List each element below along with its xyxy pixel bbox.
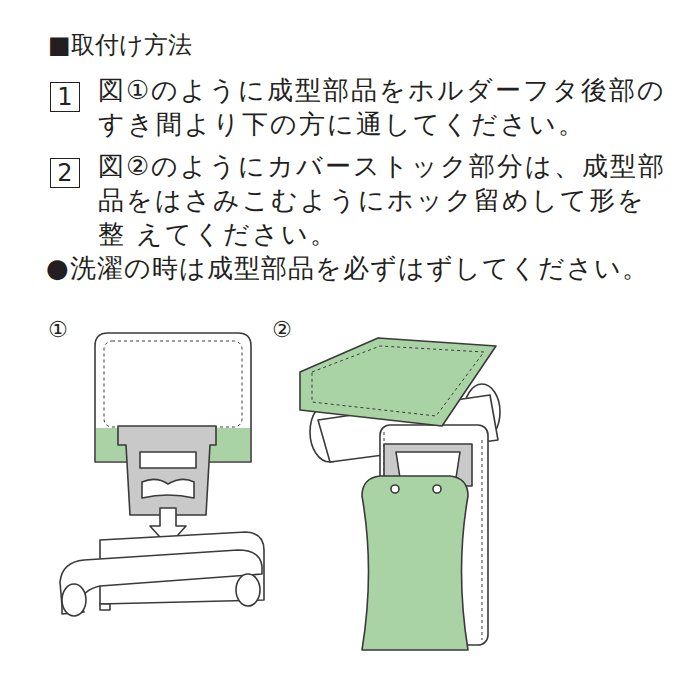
- callout-number: ②: [272, 316, 292, 345]
- step-number: 2: [57, 161, 72, 185]
- stitching: [482, 440, 483, 640]
- step-box: 1: [50, 82, 80, 112]
- step-number: 1: [57, 85, 72, 109]
- stitching: [312, 346, 484, 416]
- part-slot: [140, 452, 196, 468]
- holder-clip: [100, 604, 110, 610]
- snap: [391, 485, 399, 493]
- heading: ■取付け方法: [48, 30, 192, 61]
- part-hole: [142, 479, 194, 498]
- snap: [433, 485, 441, 493]
- part-hole: [396, 452, 460, 478]
- instruction-text: 図①のように成型部品をホルダーフタ後部の すき間より下の方に通してください。: [98, 74, 673, 142]
- molded-part: [118, 426, 216, 515]
- holder-lid: [60, 550, 262, 606]
- note-text: ●洗濯の時は成型部品を必ずはずしてください。: [46, 252, 649, 286]
- callout-number: ①: [48, 316, 68, 345]
- stitching: [104, 341, 242, 427]
- roll-end: [236, 574, 260, 606]
- step-box: 2: [50, 158, 80, 188]
- instruction-text: 図②のようにカバーストック部分は、成型部 品をはさみこむようにホック留めして形を…: [98, 150, 673, 251]
- roll-end: [62, 584, 86, 616]
- cover-stock: [362, 476, 468, 650]
- lid-cover: [300, 338, 496, 426]
